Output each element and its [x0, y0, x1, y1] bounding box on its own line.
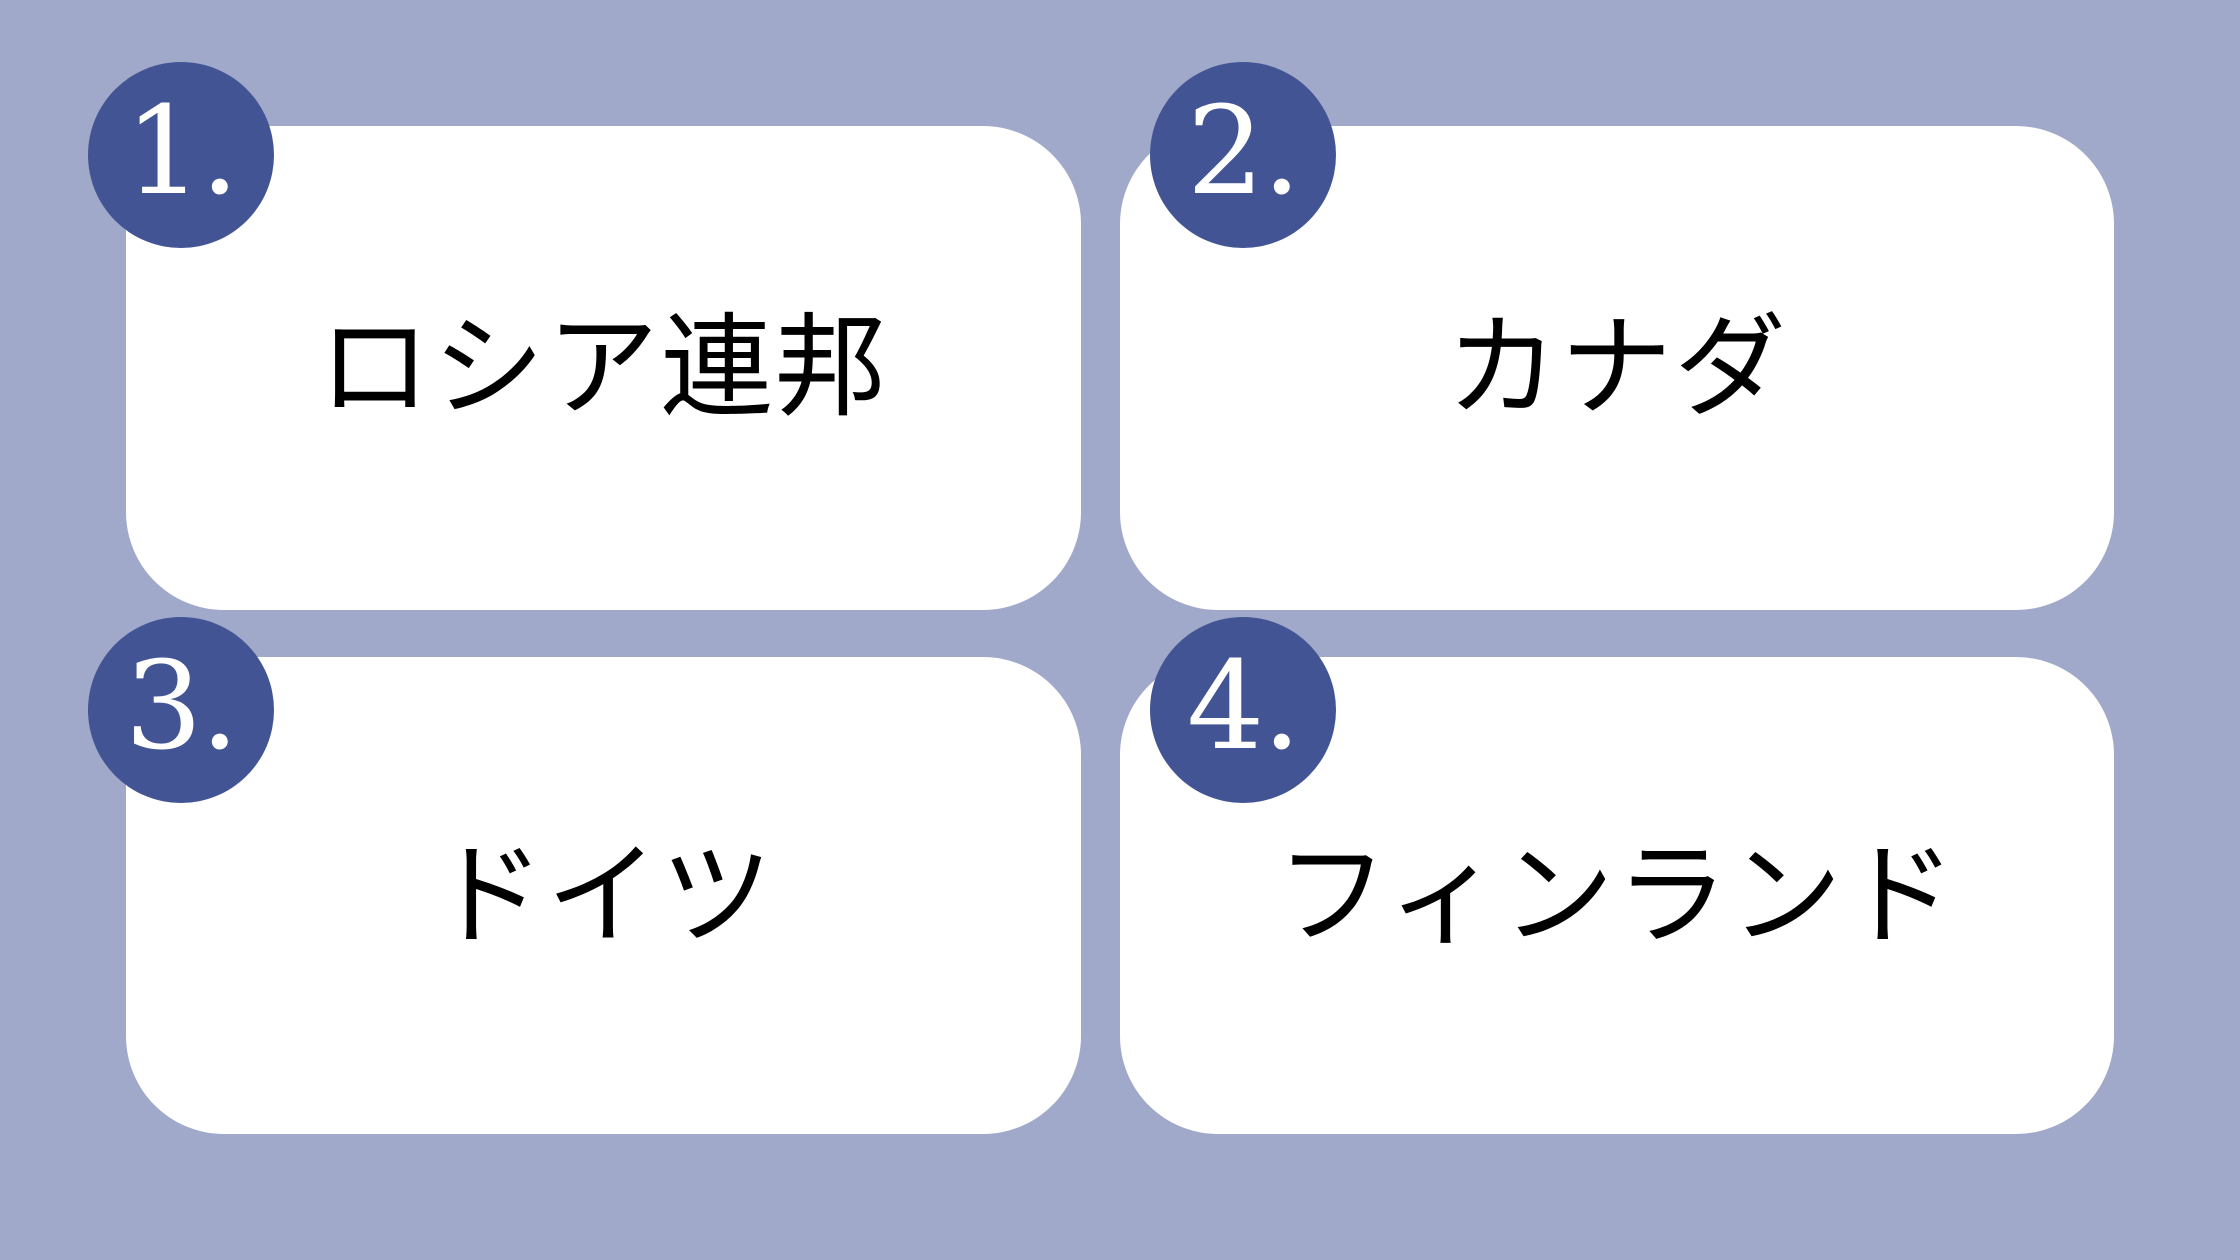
number-badge-1: 1.	[88, 62, 274, 248]
country-label: フィンランド	[1276, 830, 1958, 961]
country-card-1: ロシア連邦	[126, 126, 1081, 610]
number-badge-2: 2.	[1150, 62, 1336, 248]
badge-number: 2.	[1186, 80, 1301, 222]
badge-number: 4.	[1186, 635, 1301, 777]
country-label: ロシア連邦	[318, 303, 889, 433]
badge-number: 3.	[124, 635, 239, 777]
number-badge-3: 3.	[88, 617, 274, 803]
country-label: ドイツ	[432, 830, 775, 961]
country-card-3: ドイツ	[126, 657, 1081, 1134]
country-label: カナダ	[1446, 303, 1788, 433]
number-badge-4: 4.	[1150, 617, 1336, 803]
badge-number: 1.	[124, 80, 239, 222]
